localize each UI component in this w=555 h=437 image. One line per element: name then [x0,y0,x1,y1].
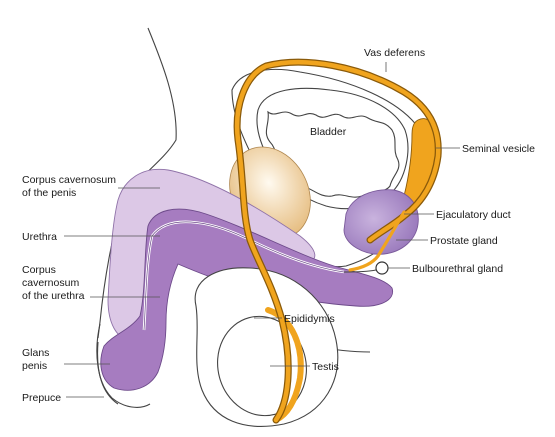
label-corpus-cavernosum-penis-line1: Corpus cavernosum [22,174,116,186]
corpus-cavernosum-urethra-shape [100,208,394,391]
label-prepuce: Prepuce [22,392,61,404]
label-glans-penis-line1: Glans [22,347,49,359]
label-corpus-cavernosum-urethra-line3: of the urethra [22,290,85,302]
bulbourethral-gland-shape [375,261,389,275]
label-prostate-gland: Prostate gland [430,235,498,247]
label-bulbourethral-gland: Bulbourethral gland [412,263,503,275]
ejaculatory-duct-shape [348,210,406,272]
vas-deferens-duct-fill [234,59,441,423]
bulbourethral-duct [343,269,377,273]
label-testis: Testis [312,361,339,373]
label-corpus-cavernosum-urethra-line2: cavernosum [22,277,79,289]
label-urethra: Urethra [22,231,57,243]
label-epididymis: Epididymis [284,313,335,325]
label-bladder: Bladder [310,126,347,138]
label-vas-deferens: Vas deferens [364,47,425,59]
prepuce-shape [96,323,151,408]
label-ejaculatory-duct: Ejaculatory duct [436,209,511,221]
glans-outline [97,341,119,405]
label-corpus-cavernosum-penis-line2: of the penis [22,187,76,199]
prostate-gland-shape [343,189,419,255]
label-glans-penis-line2: penis [22,360,47,372]
label-seminal-vesicle: Seminal vesicle [462,143,535,155]
label-corpus-cavernosum-urethra-line1: Corpus [22,264,56,276]
